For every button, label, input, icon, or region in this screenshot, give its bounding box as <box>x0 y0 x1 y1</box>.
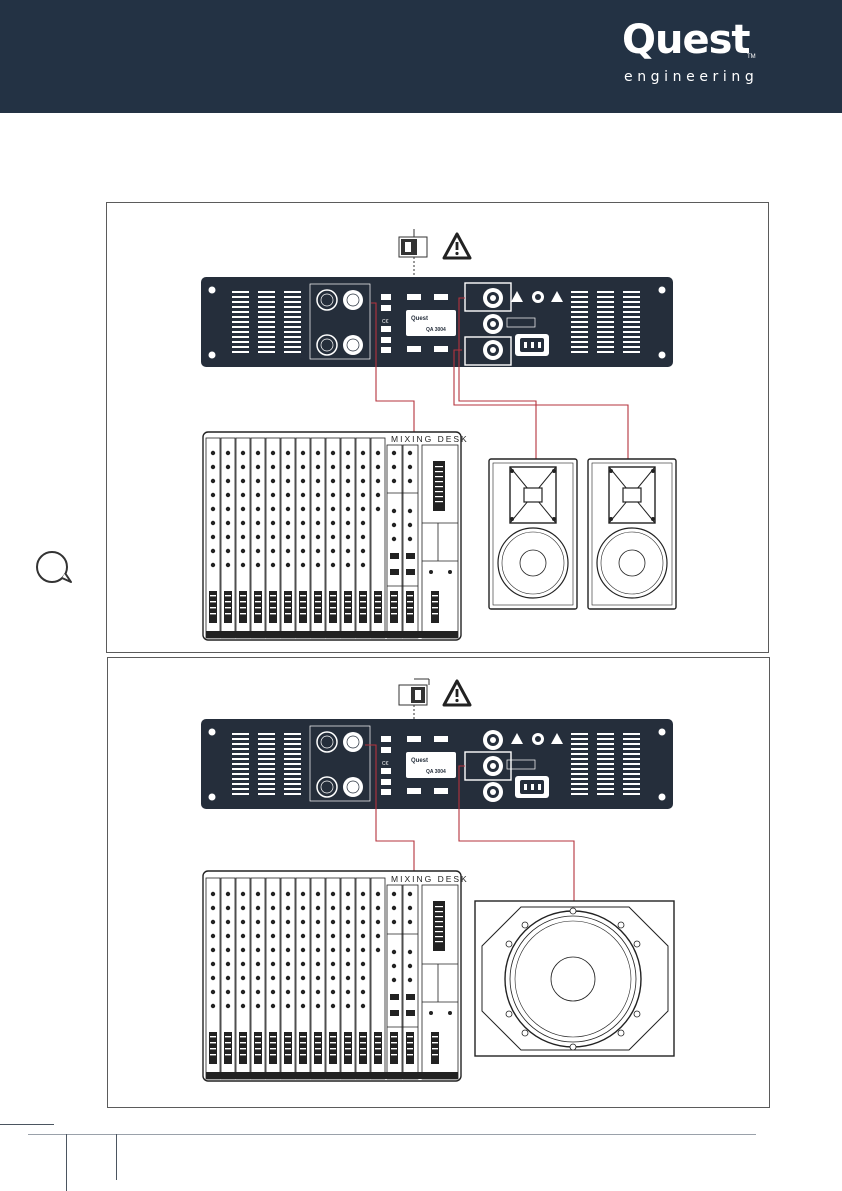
footer-separator <box>66 1134 67 1191</box>
svg-text:QA 3004: QA 3004 <box>426 327 446 333</box>
diagram-panel-stereo: Quest QA 3004 C€ MIXING DESK <box>106 202 769 653</box>
svg-text:Quest: Quest <box>411 758 428 764</box>
svg-text:QA 3004: QA 3004 <box>426 769 446 775</box>
page-header: Quest TM engineering <box>0 0 842 113</box>
bridge-diagram: Quest QA 3004 C€ MIXING DESK <box>201 678 675 1082</box>
svg-text:C€: C€ <box>382 761 389 767</box>
svg-text:C€: C€ <box>382 319 389 325</box>
diagram-panel-bridge: Quest QA 3004 C€ MIXING DESK <box>107 657 770 1108</box>
logo-trademark: TM <box>747 54 756 60</box>
svg-text:MIXING DESK: MIXING DESK <box>391 434 469 444</box>
quest-logo: Quest TM engineering <box>608 20 759 90</box>
logo-wordmark: Quest <box>622 17 751 63</box>
amplifier-rear-panel: Quest QA 3004 C€ <box>201 719 673 809</box>
mixing-desk: MIXING DESK <box>202 870 469 1082</box>
warning-icon <box>442 232 472 260</box>
svg-text:Quest: Quest <box>411 316 428 322</box>
warning-icon <box>442 679 472 707</box>
switch-icon <box>398 678 430 735</box>
logo-tagline: engineering <box>624 69 759 85</box>
svg-text:MIXING DESK: MIXING DESK <box>391 874 469 884</box>
subwoofer <box>474 900 675 1057</box>
footer-divider-short <box>0 1124 54 1125</box>
footer-divider <box>28 1134 756 1135</box>
speaker-left <box>488 458 578 610</box>
speaker-right <box>587 458 677 610</box>
stereo-diagram: Quest QA 3004 C€ MIXING DESK <box>201 229 677 641</box>
amplifier-rear-panel: Quest QA 3004 C€ <box>201 277 673 367</box>
switch-icon <box>398 229 428 293</box>
speech-bubble-icon <box>36 551 72 583</box>
mixing-desk: MIXING DESK <box>202 431 469 641</box>
footer-separator <box>116 1134 117 1180</box>
